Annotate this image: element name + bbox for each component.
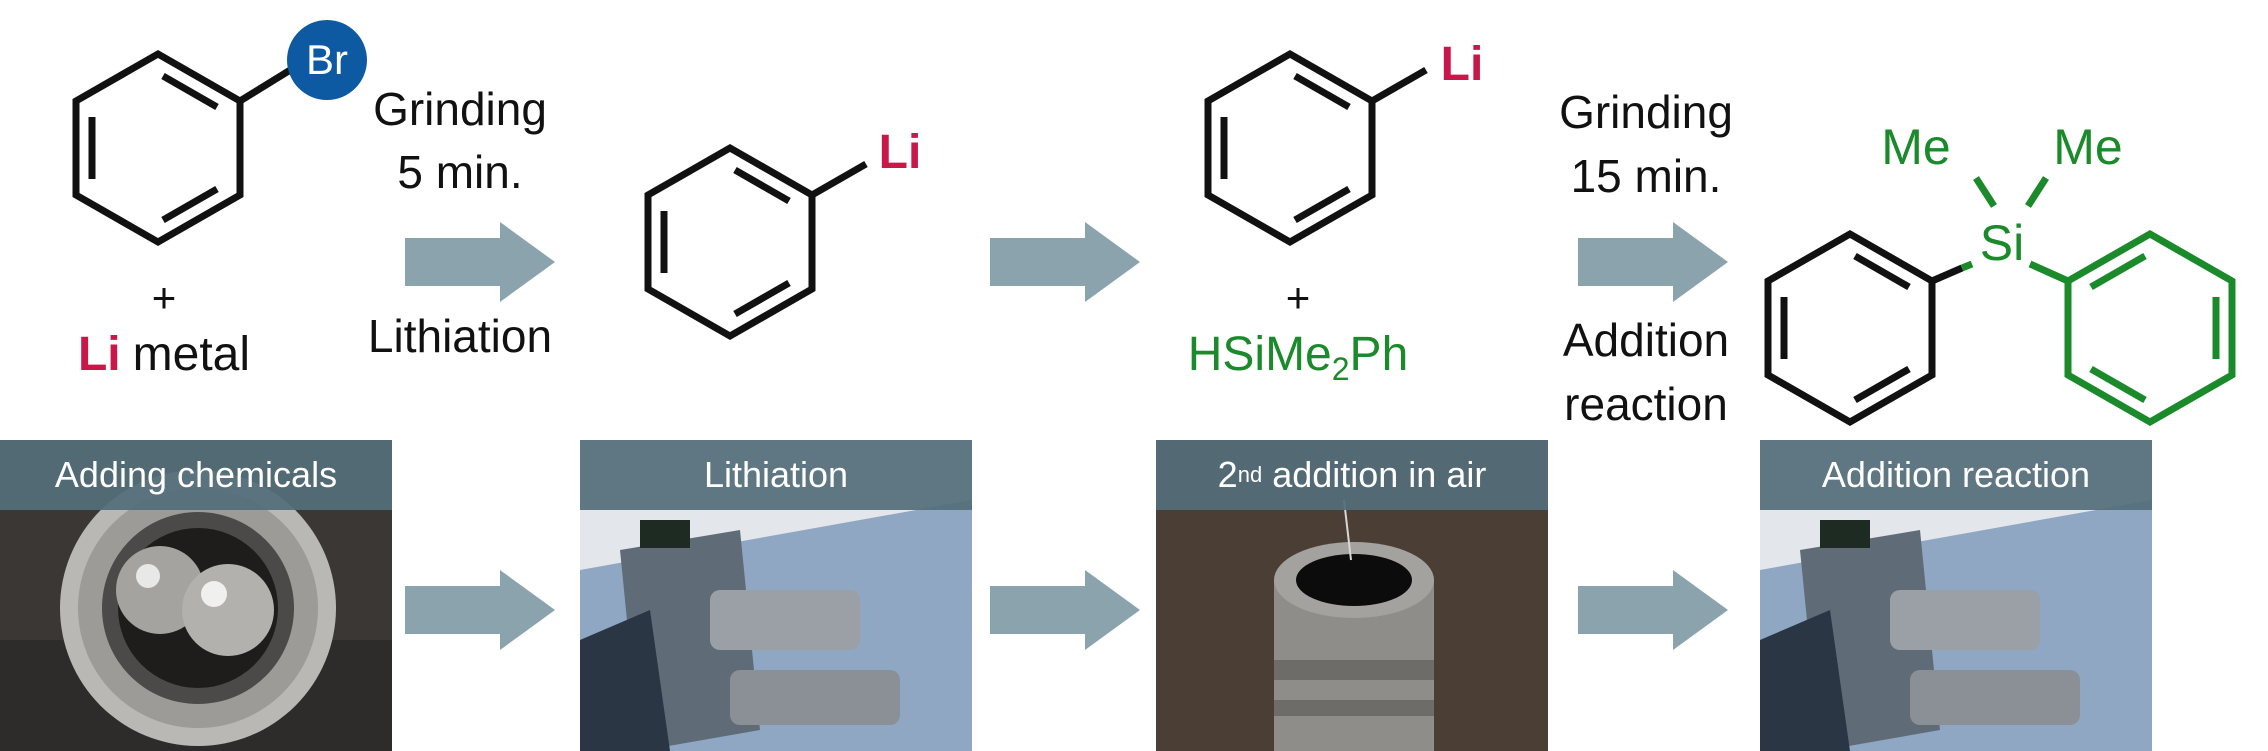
lithium-label: Li	[879, 126, 922, 179]
step2-label: Grinding 15 min. Addition reaction	[1559, 86, 1733, 430]
bromine-label: Br	[306, 36, 348, 83]
photo-caption-adding-chemicals: Adding chemicals	[0, 440, 392, 510]
plus-sign-2: +	[1286, 274, 1311, 321]
middle-arrow	[990, 222, 1140, 302]
photo-caption-lithiation: Lithiation	[580, 440, 972, 510]
phenyllithium-structure: Li	[648, 126, 921, 336]
methyl-right-label: Me	[2053, 119, 2122, 175]
methyl-left-label: Me	[1881, 119, 1950, 175]
phenyllithium-structure-2: Li	[1208, 38, 1483, 242]
photo-lithiation-image	[580, 440, 972, 751]
svg-text:5 min.: 5 min.	[397, 146, 522, 198]
svg-text:reaction: reaction	[1564, 378, 1728, 430]
svg-text:Lithiation: Lithiation	[368, 310, 552, 362]
photo-arrow-3	[1578, 570, 1728, 650]
metal-word: metal	[133, 328, 250, 381]
svg-text:15 min.: 15 min.	[1571, 150, 1722, 202]
svg-text:Addition: Addition	[1563, 314, 1729, 366]
lithium-symbol: Li	[78, 328, 121, 381]
photo-lithiation: Lithiation	[580, 440, 972, 751]
photo-adding-chemicals: Adding chemicals	[0, 440, 392, 751]
product-structure: Si Me Me	[1768, 119, 2232, 422]
silane-formula: HSiMe2Ph	[1188, 328, 1409, 387]
plus-sign: +	[152, 274, 177, 321]
step2-arrow	[1578, 222, 1728, 302]
svg-text:Grinding: Grinding	[1559, 86, 1733, 138]
svg-text:Grinding: Grinding	[373, 83, 547, 135]
photo-addition-reaction: Addition reaction	[1760, 440, 2152, 751]
bromine-circle	[287, 20, 367, 100]
step1-arrow	[405, 222, 555, 302]
photo-arrow-1	[405, 570, 555, 650]
lithium-label-2: Li	[1441, 38, 1484, 91]
photo-caption-addition-reaction: Addition reaction	[1760, 440, 2152, 510]
photo-arrow-2	[990, 570, 1140, 650]
silicon-label: Si	[1980, 215, 2024, 271]
bromobenzene-structure: Br	[76, 20, 367, 242]
step1-label: Grinding 5 min. Lithiation	[368, 83, 552, 362]
